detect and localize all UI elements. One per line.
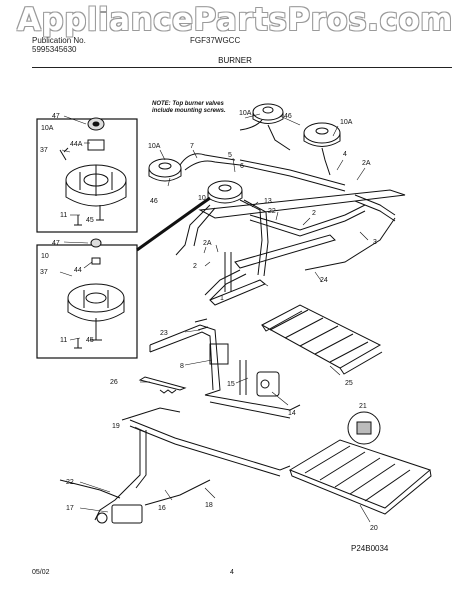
pointer-arrow	[136, 196, 211, 252]
callout-44a: 44A	[70, 141, 83, 148]
callout-10a-top: 10A	[239, 110, 252, 117]
callout-11a: 11	[60, 212, 67, 219]
callout-5: 5	[228, 152, 232, 159]
callout-25: 25	[345, 380, 353, 387]
callout-37b: 37	[40, 269, 48, 276]
footer-page: 4	[230, 569, 234, 576]
note-line-1: NOTE: Top burner valves	[152, 101, 224, 107]
callout-46a: 46	[150, 198, 158, 205]
callout-numbers: 47 37 44A 11 45 47 37 44 11 45 10A 7 46 …	[40, 110, 378, 532]
manifold-rail	[198, 189, 406, 306]
inset-label-10: 10	[41, 253, 49, 260]
callout-2-left: 2	[193, 263, 197, 270]
note-line-2: include mounting screws.	[152, 108, 226, 114]
page-title: BURNER	[218, 56, 252, 65]
callout-44b: 44	[74, 267, 82, 274]
bake-burner	[149, 318, 301, 419]
callout-10: 10	[198, 195, 206, 202]
publication-label: Publication No.	[32, 36, 86, 45]
inset-21	[347, 411, 381, 445]
callout-4: 4	[343, 151, 347, 158]
callout-23: 23	[160, 330, 168, 337]
callout-20: 20	[370, 525, 378, 532]
callout-17: 17	[66, 505, 74, 512]
callout-26: 26	[110, 379, 118, 386]
callout-21: 21	[359, 403, 367, 410]
burner-baffle	[260, 304, 383, 375]
diagram-code: P24B0034	[351, 544, 389, 553]
lower-gas-line	[59, 407, 291, 524]
publication-number: 5995345630	[32, 45, 77, 54]
callout-18: 18	[205, 502, 213, 509]
callout-22b: 22	[66, 479, 74, 486]
leader-lines	[59, 113, 371, 523]
callout-45a: 45	[86, 217, 94, 224]
gas-tubing	[175, 119, 396, 301]
callout-11b: 11	[60, 337, 67, 344]
callout-3: 3	[373, 239, 377, 246]
callout-1: 1	[220, 295, 224, 302]
note: NOTE: Top burner valves include mounting…	[152, 101, 226, 115]
callout-47b: 47	[52, 240, 60, 247]
callout-46b: 46	[284, 113, 292, 120]
callout-37a: 37	[40, 147, 48, 154]
callout-19: 19	[112, 423, 120, 430]
watermark: AppliancePartsPros.com	[17, 2, 453, 38]
callout-16: 16	[158, 505, 166, 512]
footer-date: 05/02	[32, 569, 50, 576]
callout-6: 6	[240, 163, 244, 170]
callout-15: 15	[227, 381, 235, 388]
callout-14: 14	[288, 410, 296, 417]
callout-2a-left: 2A	[203, 240, 212, 247]
top-burners	[148, 103, 341, 204]
callout-22a: 22	[268, 208, 276, 215]
model-number: FGF37WGCC	[190, 36, 241, 45]
header-rule	[32, 67, 452, 68]
callout-24: 24	[320, 277, 328, 284]
inset-10: 10	[36, 238, 138, 359]
igniter-assembly	[138, 360, 280, 397]
callout-45b: 45	[86, 337, 94, 344]
callout-47a: 47	[52, 113, 60, 120]
callout-13: 13	[264, 198, 272, 205]
lower-baffle	[288, 439, 432, 515]
callout-10a-right: 10A	[340, 119, 353, 126]
callout-10a-mid: 10A	[148, 143, 161, 150]
inset-10a: 10A	[36, 117, 138, 233]
callout-2a-right: 2A	[362, 160, 371, 167]
callout-7: 7	[190, 143, 194, 150]
callout-8: 8	[180, 363, 184, 370]
inset-label-10a: 10A	[41, 125, 54, 132]
callout-2: 2	[312, 210, 316, 217]
